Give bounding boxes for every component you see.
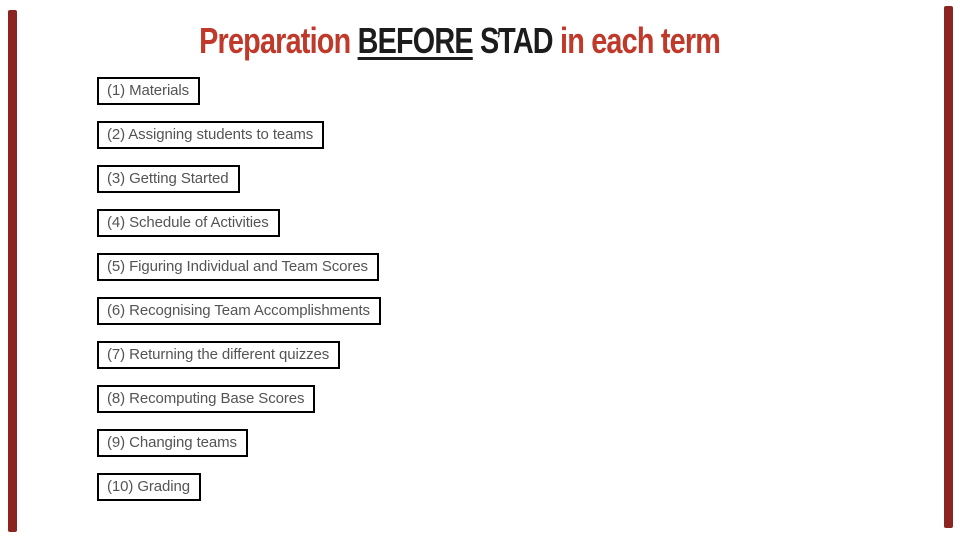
title-part-before: BEFORE xyxy=(357,20,474,61)
list-item-box-9: (9) Changing teams xyxy=(97,429,248,457)
list-item-box-7: (7) Returning the different quizzes xyxy=(97,341,341,369)
right-red-bar xyxy=(944,6,953,528)
list-item-box-3: (3) Getting Started xyxy=(97,165,240,193)
list-item-box-8: (8) Recomputing Base Scores xyxy=(97,385,316,413)
title-part-preparation: Preparation xyxy=(199,20,358,61)
list-item-box-4: (4) Schedule of Activities xyxy=(97,209,280,237)
steps-list: (1) Materials (2) Assigning students to … xyxy=(97,77,381,517)
title-part-tad: TAD xyxy=(498,20,554,61)
list-item-box-2: (2) Assigning students to teams xyxy=(97,121,325,149)
list-item-box-6: (6) Recognising Team Accomplishments xyxy=(97,297,381,325)
list-item-box-1: (1) Materials xyxy=(97,77,201,105)
title-part-in-each-term: in each term xyxy=(553,20,721,61)
stray-apostrophe-mark: ’ xyxy=(497,28,501,49)
list-item-box-10: (10) Grading xyxy=(97,473,202,501)
list-item-box-5: (5) Figuring Individual and Team Scores xyxy=(97,253,379,281)
title-part-s: S xyxy=(473,20,499,61)
left-red-bar xyxy=(8,10,17,532)
slide-title-text: Preparation BEFORE S’TAD in each term xyxy=(199,20,722,62)
slide-title: Preparation BEFORE S’TAD in each term xyxy=(0,20,960,62)
